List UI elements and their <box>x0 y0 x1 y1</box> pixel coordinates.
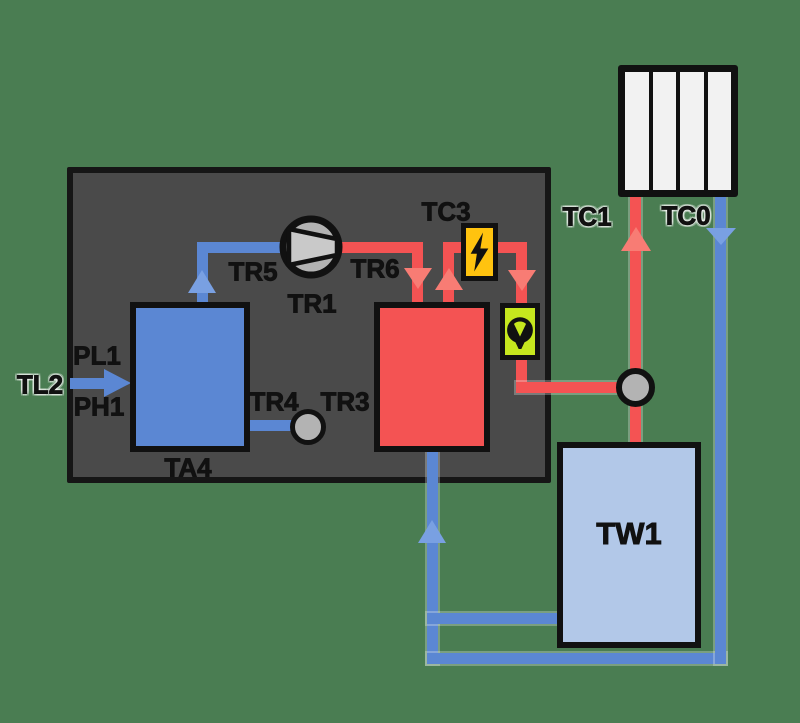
return-riser-arrow-icon <box>418 520 446 543</box>
radiator-return-arrow-icon <box>706 228 736 245</box>
label-pressure-high: PH1 <box>73 391 125 422</box>
compressor-icon <box>279 215 343 279</box>
pump-circle <box>290 409 326 445</box>
condenser-outlet-arrow-icon <box>435 268 463 290</box>
expansion-valve <box>500 303 540 360</box>
check-valve-icon <box>507 316 533 349</box>
label-sensor-suction: TR5 <box>228 256 278 287</box>
supply-flow-arrow-icon <box>621 227 651 251</box>
radiator <box>618 65 738 197</box>
pipe-suction-horizontal <box>197 242 285 253</box>
radiator-panel <box>652 72 676 190</box>
lightning-icon <box>470 232 489 272</box>
junction-node <box>616 368 655 407</box>
pipe-discharge-horizontal <box>338 242 423 253</box>
pipe-valve-outlet-vertical <box>516 352 527 393</box>
pipe-return-bottom <box>427 653 726 664</box>
radiator-panel <box>680 72 704 190</box>
label-radiator-supply: TC1 <box>562 201 612 232</box>
pipe-radiator-return-vertical <box>715 192 726 664</box>
electric-heater <box>461 223 498 281</box>
radiator-panel <box>625 72 649 190</box>
label-sensor-discharge: TR6 <box>350 253 400 284</box>
label-water-tank: TW1 <box>596 516 662 552</box>
label-compressor: TR1 <box>287 288 337 319</box>
water-tank <box>557 442 701 648</box>
source-inlet-arrow-icon <box>104 369 131 397</box>
pipe-radiator-supply-vertical <box>630 192 641 388</box>
label-pressure-low: PL1 <box>73 340 122 371</box>
label-heater: TC3 <box>421 196 471 227</box>
pipe-to-junction <box>516 382 636 393</box>
label-evaporator-tank: TA4 <box>164 452 212 483</box>
label-radiator-return: TC0 <box>661 200 711 231</box>
valve-inlet-arrow-icon <box>508 270 536 291</box>
pipe-condenser-return-riser <box>427 448 438 664</box>
pipe-evaporator-outlet <box>250 420 295 431</box>
evaporator-tank <box>130 302 250 452</box>
pipe-source-inlet <box>70 378 106 389</box>
radiator-panel <box>707 72 731 190</box>
label-sensor-expansion-out: TR4 <box>249 386 299 417</box>
pipe-tank-outlet <box>427 613 563 624</box>
label-sensor-expansion-in: TR3 <box>320 386 370 417</box>
suction-flow-arrow-icon <box>188 270 216 293</box>
discharge-flow-arrow-icon <box>404 268 432 289</box>
pipe-tank-inlet <box>630 387 641 448</box>
condenser-tank <box>374 302 490 452</box>
label-source-inlet: TL2 <box>16 369 64 400</box>
